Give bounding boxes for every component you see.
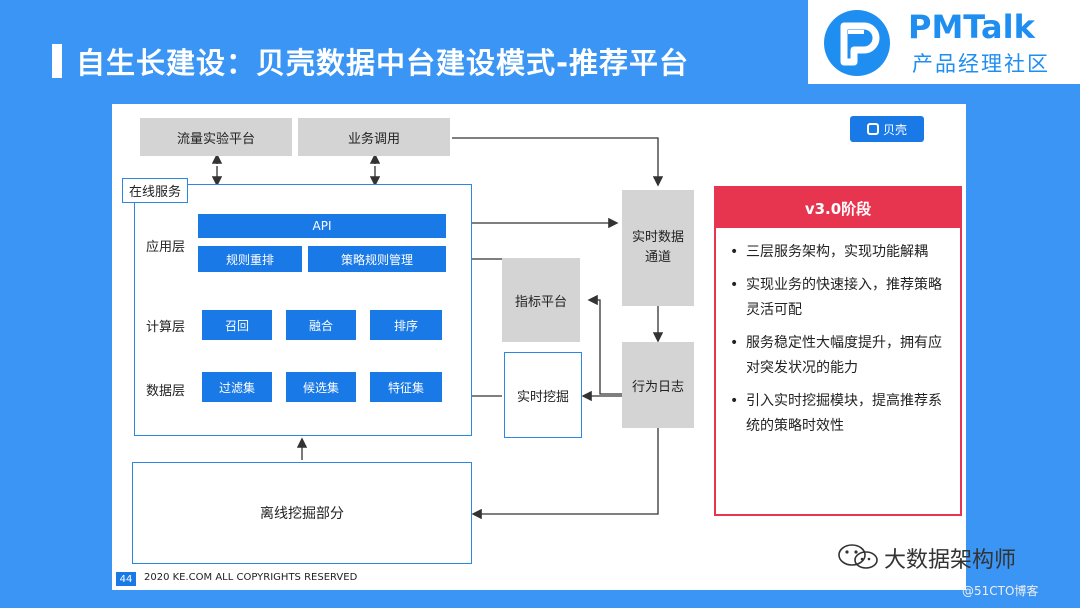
strategy-rule-mgmt-box: 策略规则管理: [308, 246, 446, 272]
v3-stage-panel: v3.0阶段 •三层服务架构，实现功能解耦 •实现业务的快速接入，推荐策略灵活可…: [714, 186, 962, 516]
ranking-box: 排序: [370, 310, 442, 340]
slide-title: 自生长建设：贝壳数据中台建设模式-推荐平台: [76, 46, 690, 80]
wechat-icon: [836, 542, 880, 572]
recall-box: 召回: [202, 310, 272, 340]
online-service-label: 在线服务: [122, 178, 189, 203]
v3-bullet: •实现业务的快速接入，推荐策略灵活可配: [730, 277, 942, 318]
title-accent-bar: [52, 44, 62, 78]
offline-mining: 离线挖掘部分: [132, 462, 472, 564]
rule-rerank-box: 规则重排: [198, 246, 302, 272]
v3-bullet: •三层服务架构，实现功能解耦: [730, 244, 928, 260]
page-number: 44: [116, 572, 136, 586]
beike-badge: 贝壳: [850, 116, 924, 142]
logo-subtitle: 产品经理社区: [912, 52, 1050, 76]
filter-set-box: 过滤集: [202, 372, 272, 402]
business-call: 业务调用: [298, 118, 450, 156]
v3-bullet: •引入实时挖掘模块，提高推荐系统的策略时效性: [730, 393, 942, 434]
slide-canvas: 流量实验平台 业务调用 在线服务 应用层 API 规则重排 策略规则管理 计算层…: [112, 104, 966, 590]
fusion-box: 融合: [286, 310, 356, 340]
pmtalk-logo[interactable]: PMTalk 产品经理社区: [808, 0, 1080, 84]
logo-name: PMTalk: [908, 8, 1035, 46]
v3-stage-title: v3.0阶段: [716, 188, 960, 228]
app-layer-label: 应用层: [146, 240, 186, 255]
behavior-log: 行为日志: [622, 342, 694, 428]
candidate-set-box: 候选集: [286, 372, 356, 402]
api-box: API: [198, 214, 446, 238]
copyright-text: 2020 KE.COM ALL COPYRIGHTS RESERVED: [144, 572, 358, 583]
beike-badge-label: 贝壳: [882, 122, 907, 137]
metric-platform: 指标平台: [502, 258, 580, 342]
realtime-data-channel: 实时数据 通道: [622, 190, 694, 306]
v3-bullet-list: •三层服务架构，实现功能解耦 •实现业务的快速接入，推荐策略灵活可配 •服务稳定…: [716, 228, 960, 439]
compute-layer-label: 计算层: [146, 320, 186, 335]
shell-icon: [866, 123, 879, 135]
diagram-connectors: [211, 137, 664, 520]
data-layer-label: 数据层: [146, 384, 186, 399]
traffic-experiment-platform: 流量实验平台: [140, 118, 292, 156]
v3-bullet: •服务稳定性大幅度提升，拥有应对突发状况的能力: [730, 335, 942, 376]
pmtalk-logo-icon: [824, 10, 890, 76]
realtime-mining: 实时挖掘: [504, 352, 582, 438]
watermark-account: 大数据架构师: [884, 548, 1017, 573]
watermark-site: @51CTO博客: [962, 584, 1039, 598]
feature-set-box: 特征集: [370, 372, 442, 402]
